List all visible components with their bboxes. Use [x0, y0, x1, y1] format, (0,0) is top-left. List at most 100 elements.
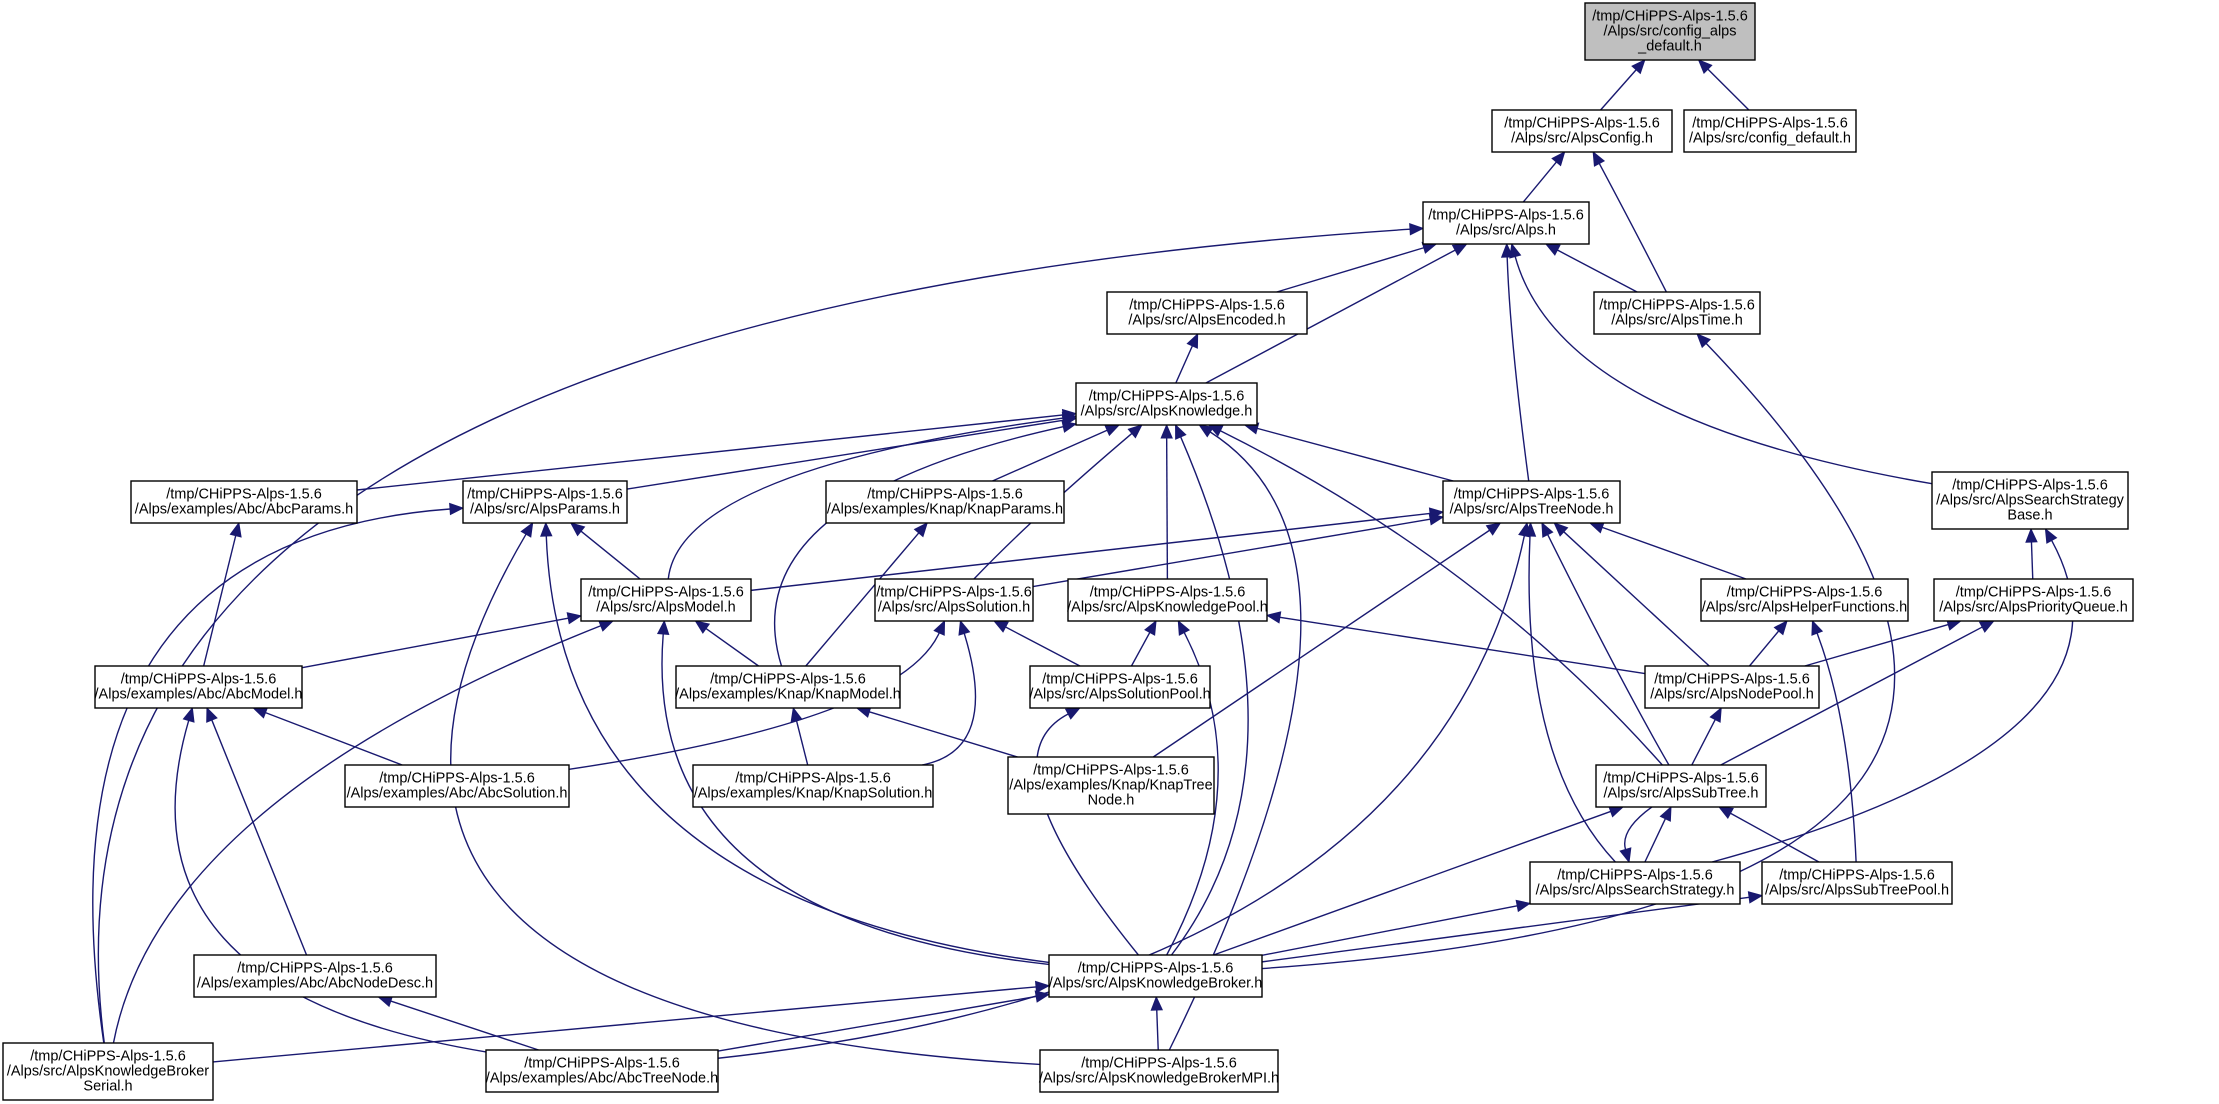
- node-AbcTreeNode[interactable]: /tmp/CHiPPS-Alps-1.5.6/Alps/examples/Abc…: [485, 1049, 719, 1093]
- node-AlpsHelperFunctions[interactable]: /tmp/CHiPPS-Alps-1.5.6/Alps/src/AlpsHelp…: [1700, 578, 1909, 622]
- node-label-line: /tmp/CHiPPS-Alps-1.5.6: [1129, 298, 1285, 314]
- edge-line: [667, 417, 1064, 580]
- node-box: [1595, 764, 1767, 808]
- arrow-head-icon: [790, 706, 803, 723]
- edge-AlpsParams-to-AlpsModel: [569, 522, 641, 580]
- node-box: [1584, 2, 1756, 61]
- node-AlpsTime[interactable]: /tmp/CHiPPS-Alps-1.5.6/Alps/src/AlpsTime…: [1593, 291, 1761, 335]
- node-label-line: /Alps/src/Alps.h: [1456, 223, 1556, 239]
- edge-line: [2030, 541, 2034, 580]
- edge-line: [1175, 345, 1194, 384]
- node-AlpsModel[interactable]: /tmp/CHiPPS-Alps-1.5.6/Alps/src/AlpsMode…: [580, 578, 752, 622]
- node-box: [1067, 578, 1268, 622]
- node-KnapModel[interactable]: /tmp/CHiPPS-Alps-1.5.6/Alps/examples/Kna…: [675, 665, 901, 709]
- node-box: [692, 764, 934, 808]
- arrow-head-icon: [1541, 521, 1554, 538]
- edge-line: [992, 429, 1108, 482]
- node-AbcParams[interactable]: /tmp/CHiPPS-Alps-1.5.6/Alps/examples/Abc…: [130, 480, 358, 524]
- node-AbcModel[interactable]: /tmp/CHiPPS-Alps-1.5.6/Alps/examples/Abc…: [94, 665, 303, 709]
- node-label-line: /Alps/examples/Abc/AbcSolution.h: [347, 786, 568, 802]
- node-box: [1700, 578, 1909, 622]
- edge-AlpsTreeNode-to-AlpsSearchStrategy: [1523, 521, 1616, 863]
- node-label-line: /Alps/src/AlpsKnowledge.h: [1081, 404, 1253, 420]
- node-AlpsKnowledge[interactable]: /tmp/CHiPPS-Alps-1.5.6/Alps/src/AlpsKnow…: [1075, 382, 1258, 426]
- edge-AlpsKnowledge-to-AlpsModel: [667, 411, 1078, 580]
- node-AlpsKnowledgeBroker[interactable]: /tmp/CHiPPS-Alps-1.5.6/Alps/src/AlpsKnow…: [1048, 954, 1263, 998]
- edge-line: [1036, 713, 1139, 956]
- edge-AlpsTreeNode-to-AlpsHelperFunctions: [1588, 521, 1747, 580]
- node-label-line: /tmp/CHiPPS-Alps-1.5.6: [1081, 1056, 1237, 1072]
- arrow-head-icon: [540, 521, 553, 537]
- node-AlpsPriorityQueue[interactable]: /tmp/CHiPPS-Alps-1.5.6/Alps/src/AlpsPrio…: [1933, 578, 2134, 622]
- arrow-head-icon: [1592, 150, 1606, 167]
- edge-Alps-to-AlpsTreeNode: [1500, 242, 1530, 482]
- edge-line: [1213, 810, 1611, 956]
- edge-AbcNodeDesc-to-AbcTreeNode: [377, 995, 539, 1051]
- edge-AlpsKnowledge-to-AbcParams: [356, 408, 1078, 491]
- node-label-line: /tmp/CHiPPS-Alps-1.5.6: [1078, 961, 1234, 977]
- edge-AbcModel-to-AbcSolution: [252, 706, 403, 766]
- arrow-head-icon: [1659, 805, 1672, 822]
- arrow-head-icon: [1515, 899, 1532, 913]
- node-label-line: /Alps/examples/Abc/AbcTreeNode.h: [486, 1071, 718, 1087]
- edge-AlpsKnowledge-to-AlpsKnowledgePool: [1160, 423, 1173, 580]
- node-config_default[interactable]: /tmp/CHiPPS-Alps-1.5.6/Alps/src/config_d…: [1683, 109, 1857, 153]
- edge-line: [1720, 626, 1983, 766]
- edge-Alps-to-AlpsEncoded: [1276, 241, 1438, 293]
- node-AlpsSearchStrategyBase[interactable]: /tmp/CHiPPS-Alps-1.5.6/Alps/src/AlpsSear…: [1931, 471, 2129, 530]
- arrow-head-icon: [1175, 423, 1187, 440]
- edge-line: [1707, 68, 1750, 111]
- node-AlpsConfig[interactable]: /tmp/CHiPPS-Alps-1.5.6/Alps/src/AlpsConf…: [1491, 109, 1673, 153]
- edge-AlpsSearchStrategyBase-to-AlpsPriorityQueue: [2025, 527, 2038, 580]
- node-label-line: /Alps/examples/Abc/AbcModel.h: [95, 687, 303, 703]
- arrow-head-icon: [1061, 420, 1078, 433]
- node-AlpsParams[interactable]: /tmp/CHiPPS-Alps-1.5.6/Alps/src/AlpsPara…: [462, 480, 628, 524]
- edge-AlpsSearchStrategy-to-AlpsKnowledgeBroker: [1261, 899, 1532, 957]
- node-box: [1593, 291, 1761, 335]
- edge-AlpsHelperFunctions-to-AlpsNodePool: [1748, 620, 1788, 667]
- node-AlpsSolutionPool[interactable]: /tmp/CHiPPS-Alps-1.5.6/Alps/src/AlpsSolu…: [1029, 665, 1211, 709]
- node-AlpsEncoded[interactable]: /tmp/CHiPPS-Alps-1.5.6/Alps/src/AlpsEnco…: [1106, 291, 1308, 335]
- edge-KnapModel-to-KnapTreeNode: [855, 705, 1018, 758]
- node-AlpsKnowledgePool[interactable]: /tmp/CHiPPS-Alps-1.5.6/Alps/src/AlpsKnow…: [1067, 578, 1268, 622]
- node-box: [1106, 291, 1308, 335]
- node-KnapParams[interactable]: /tmp/CHiPPS-Alps-1.5.6/Alps/examples/Kna…: [825, 480, 1065, 524]
- node-AlpsKnowledgeBrokerMPI[interactable]: /tmp/CHiPPS-Alps-1.5.6/Alps/src/AlpsKnow…: [1039, 1049, 1279, 1093]
- node-label-line: Node.h: [1088, 793, 1135, 809]
- arrow-head-icon: [1104, 424, 1121, 437]
- node-AlpsKnowledgeBrokerSerial[interactable]: /tmp/CHiPPS-Alps-1.5.6/Alps/src/AlpsKnow…: [2, 1042, 214, 1101]
- node-label-line: /tmp/CHiPPS-Alps-1.5.6: [1504, 116, 1660, 132]
- edge-line: [202, 535, 237, 667]
- node-label-line: /tmp/CHiPPS-Alps-1.5.6: [588, 585, 744, 601]
- node-KnapSolution[interactable]: /tmp/CHiPPS-Alps-1.5.6/Alps/examples/Kna…: [692, 764, 934, 808]
- node-label-line: /Alps/src/AlpsModel.h: [596, 600, 735, 616]
- edge-line: [92, 508, 451, 1044]
- node-label-line: /tmp/CHiPPS-Alps-1.5.6: [1557, 868, 1713, 884]
- edge-line: [1165, 437, 1169, 580]
- node-KnapTreeNode[interactable]: /tmp/CHiPPS-Alps-1.5.6/Alps/examples/Kna…: [1007, 756, 1215, 815]
- arrow-head-icon: [252, 706, 269, 719]
- arrow-head-icon: [520, 521, 534, 538]
- node-AlpsTreeNode[interactable]: /tmp/CHiPPS-Alps-1.5.6/Alps/src/AlpsTree…: [1442, 480, 1621, 524]
- node-AlpsNodePool[interactable]: /tmp/CHiPPS-Alps-1.5.6/Alps/src/AlpsNode…: [1644, 665, 1820, 709]
- arrow-head-icon: [1451, 243, 1468, 256]
- node-box: [1931, 471, 2129, 530]
- arrow-head-icon: [1500, 242, 1514, 258]
- node-AbcNodeDesc[interactable]: /tmp/CHiPPS-Alps-1.5.6/Alps/examples/Abc…: [193, 954, 437, 998]
- node-AlpsSubTreePool[interactable]: /tmp/CHiPPS-Alps-1.5.6/Alps/src/AlpsSubT…: [1761, 861, 1953, 905]
- node-label-line: /tmp/CHiPPS-Alps-1.5.6: [1727, 585, 1883, 601]
- node-box: [825, 480, 1065, 524]
- node-box: [130, 480, 358, 524]
- node-AlpsSolution[interactable]: /tmp/CHiPPS-Alps-1.5.6/Alps/src/AlpsSolu…: [874, 578, 1034, 622]
- edge-AbcModel-to-AbcTreeNode: [174, 706, 487, 1053]
- node-AbcSolution[interactable]: /tmp/CHiPPS-Alps-1.5.6/Alps/examples/Abc…: [344, 764, 570, 808]
- node-Alps[interactable]: /tmp/CHiPPS-Alps-1.5.6/Alps/src/Alps.h: [1422, 201, 1590, 245]
- node-label-line: /Alps/src/AlpsConfig.h: [1511, 131, 1653, 147]
- edge-line: [626, 419, 1064, 490]
- node-AlpsSubTree[interactable]: /tmp/CHiPPS-Alps-1.5.6/Alps/src/AlpsSubT…: [1595, 764, 1767, 808]
- node-label-line: /Alps/examples/Knap/KnapParams.h: [827, 502, 1063, 518]
- node-AlpsSearchStrategy[interactable]: /tmp/CHiPPS-Alps-1.5.6/Alps/src/AlpsSear…: [1529, 861, 1741, 905]
- node-label-line: /tmp/CHiPPS-Alps-1.5.6: [1592, 9, 1748, 25]
- node-box: [1075, 382, 1258, 426]
- node-box: [874, 578, 1034, 622]
